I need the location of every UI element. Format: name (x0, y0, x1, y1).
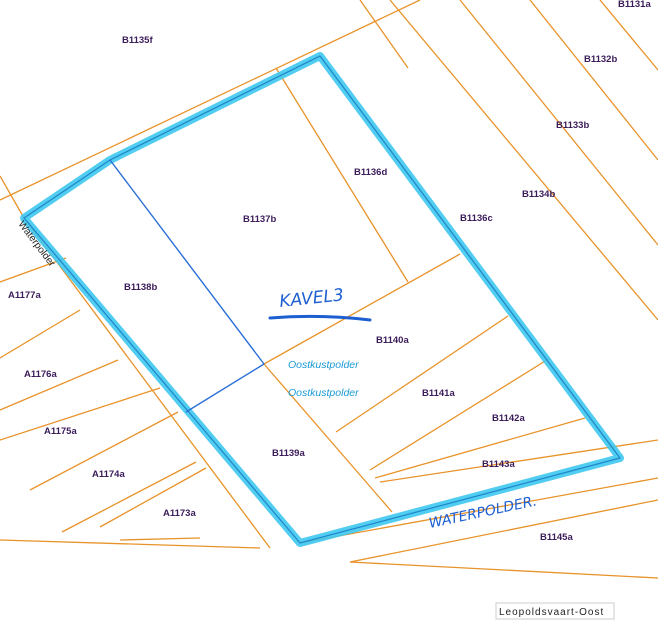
parcel-boundaries (0, 0, 658, 579)
street-label-leopoldsvaart: Leopoldsvaart-Oost (499, 607, 604, 618)
parcel-label-b1141a: B1141a (422, 388, 455, 399)
parcel-label-b1134b: B1134b (522, 189, 555, 200)
parcel-label-b1139a: B1139a (272, 448, 305, 459)
parcel-label-b1145a: B1145a (540, 532, 573, 543)
street-label-leopoldsvaart-box: Leopoldsvaart-Oost (495, 602, 615, 620)
polder-label-1: Oostkustpolder (288, 359, 359, 371)
parcel-label-b1143a: B1143a (482, 459, 515, 470)
polder-label-2: Oostkustpolder (288, 387, 359, 399)
parcel-label-b1131a: B1131a (618, 0, 651, 10)
parcel-label-a1176a: A1176a (24, 369, 57, 380)
parcel-label-b1137b: B1137b (243, 214, 276, 225)
parcel-label-a1174a: A1174a (92, 469, 125, 480)
kavel-underline (268, 314, 372, 322)
parcel-label-b1132b: B1132b (584, 54, 617, 65)
handwritten-kavel-label: KAVEL3 (278, 285, 344, 312)
parcel-label-b1135f: B1135f (122, 35, 153, 46)
parcel-label-a1173a: A1173a (163, 508, 196, 519)
parcel-label-b1138b: B1138b (124, 282, 157, 293)
parcel-label-b1136d: B1136d (354, 167, 387, 178)
kavel-boundary (20, 52, 624, 547)
handwritten-waterpolder-label: WATERPOLDER. (428, 493, 539, 532)
parcel-label-b1142a: B1142a (492, 413, 525, 424)
parcel-label-a1175a: A1175a (44, 426, 77, 437)
inner-division-lines (109, 159, 265, 413)
parcel-label-b1136c: B1136c (460, 213, 493, 224)
parcel-labels: B1131a B1132b B1133b B1134b B1135f B1136… (8, 0, 651, 543)
parcel-label-b1140a: B1140a (376, 335, 409, 346)
parcel-label-a1177a: A1177a (8, 290, 41, 301)
parcel-label-b1133b: B1133b (556, 120, 589, 131)
